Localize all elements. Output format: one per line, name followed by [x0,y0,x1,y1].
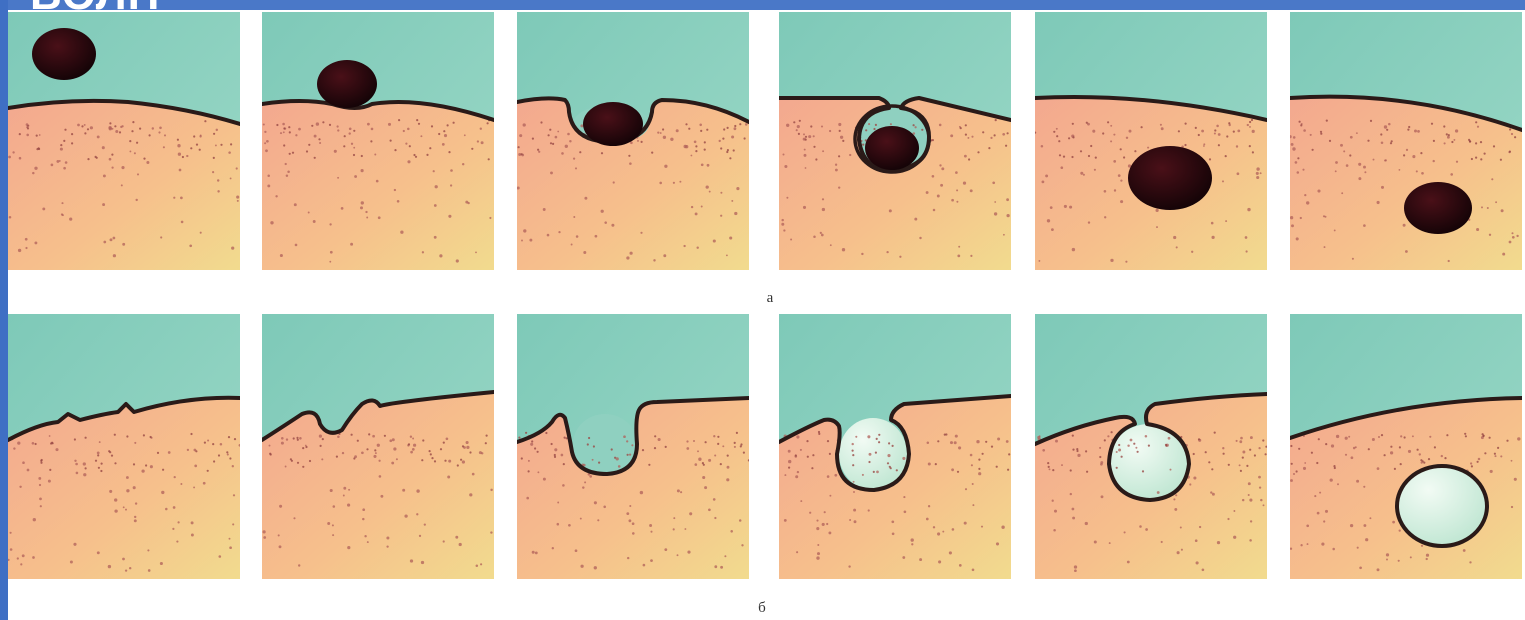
solid-particle [865,126,919,170]
panel-row1-stage6 [1289,12,1522,280]
solid-particle [32,28,96,80]
solid-particle [1128,146,1212,210]
panel-row1-stage2 [262,12,494,280]
panel-row1-stage3 [517,12,749,280]
pinocytic-vesicle [1397,466,1487,546]
panel-row2-stage4 [779,314,1011,589]
panel-row1-stage1 [8,12,240,280]
row-label-b: б [758,600,766,616]
cytoplasm [262,101,494,280]
panel-row1-stage4 [779,12,1011,280]
panel-row2-stage3 [517,314,750,589]
solid-particle [317,60,377,108]
panel-row2-stage2 [262,314,494,589]
solid-particle [583,102,643,146]
solid-particle [1404,182,1472,234]
panel-row2-stage5 [1035,314,1268,589]
row-label-a: а [767,290,774,306]
panel-row2-stage1 [7,314,241,589]
panel-row1-stage5 [1034,12,1267,280]
cytoplasm [262,392,494,589]
panel-row2-stage6 [1290,314,1522,589]
cytoplasm [8,101,240,280]
